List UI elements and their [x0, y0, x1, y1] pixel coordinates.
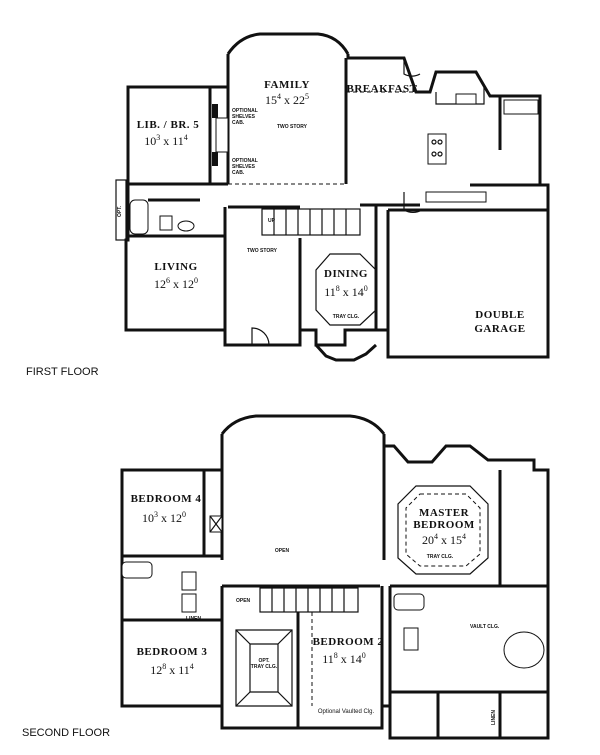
bath-sink-3 — [181, 593, 197, 613]
master-shower — [393, 593, 425, 611]
shelves-bottom-line2: SHELVES — [232, 164, 256, 170]
vault-note: VAULT CLG. — [470, 624, 500, 630]
first-floor-title: FIRST FLOOR — [26, 366, 99, 378]
breakfast-door — [403, 58, 421, 77]
opt-note: OPT. — [117, 205, 123, 217]
stairs-up-note: UP — [268, 218, 276, 224]
shelf-block-top — [212, 104, 218, 118]
master-tray-note: TRAY CLG. — [427, 554, 454, 560]
breakfast-label: BREAKFAST — [347, 83, 418, 95]
master-tray-inner — [405, 493, 481, 567]
family-bay-wall — [226, 32, 350, 55]
bedroom2-label: BEDROOM 2 — [313, 636, 384, 648]
front-door — [251, 327, 270, 346]
open-note-1: OPEN — [275, 548, 290, 554]
first-floor-plan: FAMILY 154 x 225 TWO STORY BREAKFAST LIB… — [26, 32, 550, 378]
bedroom3-label: BEDROOM 3 — [137, 646, 208, 658]
vaulted-ceiling-note: Optional Vaulted Clg. — [318, 709, 375, 715]
dining-dimensions: 118 x 140 — [324, 284, 368, 299]
family-dimensions: 154 x 225 — [265, 92, 309, 107]
second-floor-title: SECOND FLOOR — [22, 727, 110, 739]
garage-label-line2: GARAGE — [474, 323, 525, 335]
opt-bay — [115, 179, 127, 241]
kitchen-island — [427, 133, 447, 165]
linen-note-2: LINEN — [491, 710, 497, 725]
dining-tray-ceiling — [315, 253, 377, 326]
living-dimensions: 126 x 120 — [154, 276, 198, 291]
second-floor-outer-wall — [120, 434, 550, 740]
open-note-2: OPEN — [236, 598, 251, 604]
bedroom2-dimensions: 118 x 140 — [322, 651, 366, 666]
family-label: FAMILY — [264, 79, 310, 91]
second-floor-stairs — [259, 587, 359, 613]
living-label: LIVING — [154, 261, 197, 273]
shelf-block-bottom — [212, 152, 218, 166]
shelves-top-line1: OPTIONAL — [232, 108, 258, 114]
shelves-top-line3: CAB. — [232, 120, 245, 126]
master-sink — [403, 627, 419, 651]
first-floor-sink — [159, 215, 173, 231]
bedroom4-label: BEDROOM 4 — [131, 493, 202, 505]
family-two-story-note: TWO STORY — [277, 124, 308, 130]
bath-tub-2 — [121, 561, 153, 579]
master-label-line1: MASTER — [419, 507, 470, 519]
library-dimensions: 103 x 114 — [144, 133, 188, 148]
library-label: LIB. / BR. 5 — [137, 119, 200, 131]
linen-note-1: LINEN — [186, 616, 201, 622]
shelves-top-line2: SHELVES — [232, 114, 256, 120]
opt-tray-note-1: OPT. — [258, 658, 270, 664]
dining-tray-note: TRAY CLG. — [333, 314, 360, 320]
second-floor-plan: BEDROOM 4 103 x 120 OPEN MASTER BEDROOM … — [22, 414, 550, 740]
kitchen-south-counter — [425, 191, 487, 203]
master-dimensions: 204 x 154 — [422, 532, 466, 547]
dining-label: DINING — [324, 268, 368, 280]
kitchen-sink — [455, 93, 477, 105]
master-tray-ceiling — [397, 485, 489, 575]
bedroom3-dimensions: 128 x 114 — [150, 662, 194, 677]
first-floor-tub — [129, 199, 149, 235]
fireplace — [215, 117, 229, 153]
master-tub — [503, 631, 545, 669]
opt-tray-note-2: TRAY CLG. — [251, 664, 278, 670]
shelves-bottom-line1: OPTIONAL — [232, 158, 258, 164]
master-label-line2: BEDROOM — [413, 519, 475, 531]
shelves-bottom-line3: CAB. — [232, 170, 245, 176]
garage-door-swing — [403, 192, 423, 214]
foyer-two-story-note: TWO STORY — [247, 248, 278, 254]
washer-dryer — [503, 99, 539, 115]
first-floor-toilet — [177, 220, 195, 232]
bedroom4-dimensions: 103 x 120 — [142, 510, 186, 525]
bath-sink-2 — [181, 571, 197, 591]
open-bay-wall — [220, 414, 386, 435]
garage-label-line1: DOUBLE — [475, 309, 524, 321]
dining-bay-wall — [314, 343, 378, 362]
first-floor-stairs — [261, 208, 361, 236]
